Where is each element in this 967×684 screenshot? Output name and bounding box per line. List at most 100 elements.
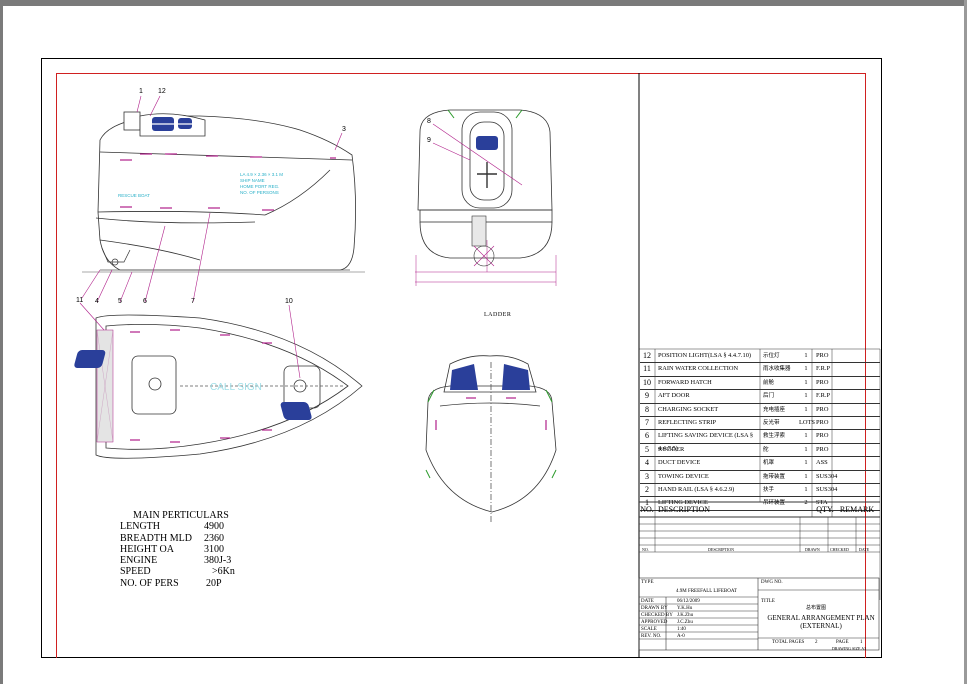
bom-header-qty: QTY. [816, 505, 834, 514]
rev-checked: CHECKED [830, 547, 849, 552]
bom-cell-desc: FORWARD HATCH [658, 378, 712, 386]
tb-page-value: 1 [860, 640, 863, 645]
bom-cell-cn: 充电插座 [763, 406, 786, 413]
bom-cell-desc: TOWING DEVICE [658, 472, 709, 480]
tb-title-line1: GENERAL ARRANGEMENT PLAN [767, 614, 875, 622]
ladder-label: LADDER [484, 312, 512, 318]
bom-cell-cn: 拖带装置 [763, 473, 786, 480]
bom-cell-no: 3 [645, 471, 649, 481]
tb-total-pages-value: 2 [815, 640, 818, 645]
viewer-right-edge [964, 0, 967, 684]
bom-cell-no: 6 [645, 431, 649, 441]
side-view-windows [150, 117, 196, 131]
bom-header-desc: DESCRIPTION [658, 505, 711, 514]
bom-cell-no: 12 [643, 351, 651, 360]
callout-7: 7 [191, 298, 195, 305]
tb-sheet-size: DRAWING SIZE A3 [832, 646, 867, 651]
bom-cell-remark: PRO [816, 405, 829, 413]
callout-6: 6 [143, 298, 147, 305]
top-rain-collector [96, 329, 114, 443]
bom-cell-remark: F.R.P [816, 365, 831, 373]
callout-4: 4 [95, 298, 99, 305]
bom-cell-qty: 1 [804, 405, 808, 413]
callout-9: 9 [427, 137, 431, 144]
tb-total-pages-label: TOTAL PAGES [772, 640, 805, 645]
callout-1: 1 [139, 88, 143, 95]
top-leaders [79, 302, 301, 379]
callout-10: 10 [285, 298, 293, 305]
bom-cell-no: 2 [645, 484, 649, 494]
rev-date: DATE [859, 547, 870, 552]
bom-cell-cn: 反光带 [763, 419, 780, 426]
side-rudder [101, 247, 131, 266]
bom-cell-qty: 2 [804, 499, 808, 507]
rear-view [415, 109, 557, 286]
bom-cell-no: 9 [645, 391, 649, 401]
bom-cell-cn: 雨水收集器 [763, 366, 791, 373]
callout-11: 11 [76, 297, 84, 304]
bom-cell-cn: 前舱 [763, 379, 775, 386]
top-view [95, 314, 363, 459]
front-green-edges [425, 389, 557, 479]
bom-cell-desc: CHARGING SOCKET [658, 405, 719, 413]
top-reflectors [130, 329, 272, 443]
svg-text:HOME PORT REG.: HOME PORT REG. [240, 184, 279, 189]
bom-cell-desc: LIFTING DEVICE [658, 499, 708, 507]
bom-cell-desc: RAIN WATER COLLECTION [658, 365, 739, 373]
front-reflectors [435, 397, 547, 430]
svg-text:NO. OF PERSONS: NO. OF PERSONS [240, 190, 279, 195]
top-callsign: CALL SIGN [210, 382, 262, 393]
tb-type-label: TYPE [641, 580, 654, 585]
particulars-row: SPEED>6Kn [120, 566, 235, 578]
front-windows [450, 364, 530, 390]
bom-cell-qty: 1 [804, 445, 808, 453]
bom-header-remark: REMARK [839, 505, 875, 514]
rev-desc: DESCRIPTION [708, 547, 735, 552]
tb-drawn-label: DRAWN BY [641, 606, 668, 611]
bom-cell-remark: STA [816, 499, 828, 507]
inner-frame [56, 73, 866, 658]
bom-cell-no: 1 [645, 498, 649, 508]
svg-text:SHIP NAME: SHIP NAME [240, 178, 265, 183]
tb-scale-label: SCALE [641, 627, 657, 632]
viewer-left-edge [0, 0, 3, 684]
bom-cell-qty: LOTS [799, 418, 815, 426]
bom-cell-remark: PRO [816, 432, 829, 440]
tb-checked-value: J.K.Zhu [677, 613, 694, 618]
top-windows [74, 350, 312, 420]
callout-3: 3 [342, 126, 346, 133]
title-block-grid [638, 577, 880, 651]
bom-cell-no: 7 [645, 417, 649, 427]
bom-cell-remark: PRO [816, 352, 829, 359]
bom-cell-qty: 1 [804, 432, 808, 440]
bom-header: NO. DESCRIPTION QTY. REMARK [640, 502, 880, 517]
bom-cell-qty: 1 [804, 459, 808, 467]
particulars-title: MAIN PERTICULARS [133, 510, 229, 521]
callout-12: 12 [158, 88, 166, 95]
bom-cell-cn: 示位灯 [763, 353, 780, 359]
tb-type-value: 4.9M FREEFALL LIFEBOAT [676, 589, 737, 594]
rear-ladder [471, 215, 495, 267]
tb-title-label: TITLE [761, 599, 775, 604]
bom-cell-qty: 1 [804, 352, 808, 359]
bom-cell-cn: 舵 [763, 446, 769, 453]
bom-cell-remark: PRO [816, 445, 829, 453]
bom-cell-remark: ASS [816, 459, 828, 467]
